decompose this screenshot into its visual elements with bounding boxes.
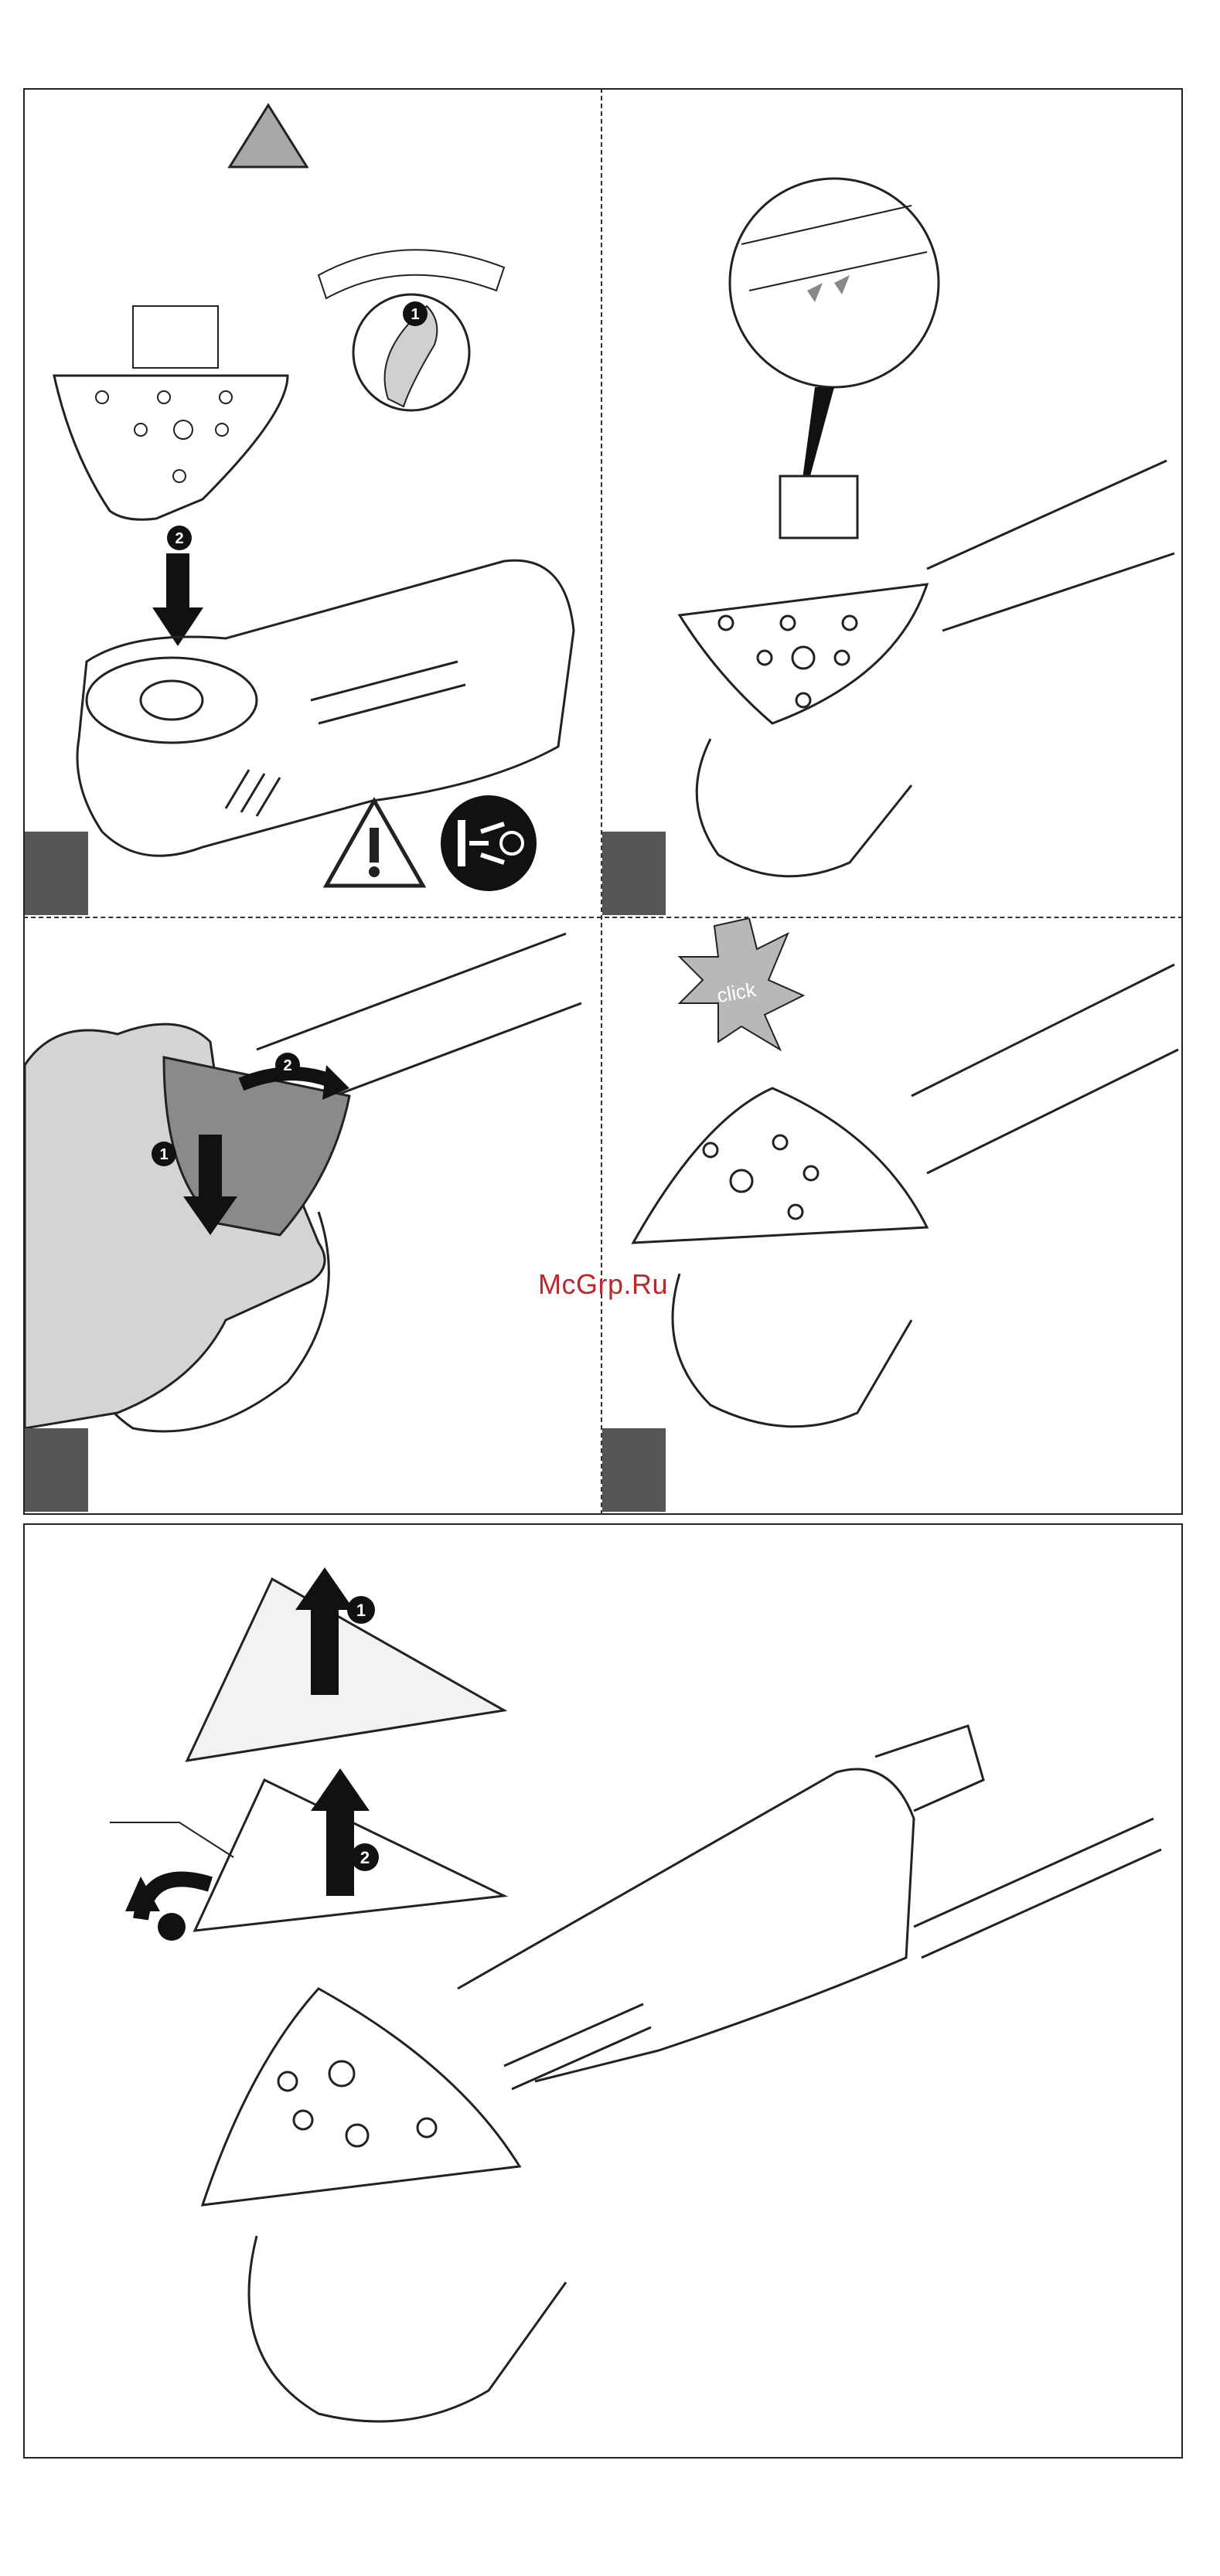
down-arrow-icon: 2 xyxy=(152,526,203,646)
warning-triangle-icon xyxy=(230,105,307,167)
caution-icon xyxy=(326,801,423,886)
panel-5-change-abrasive: 1 2 xyxy=(25,1525,1181,2457)
panel-2-illustration xyxy=(602,90,1181,915)
step-tab xyxy=(602,832,666,915)
step-tab xyxy=(25,1428,88,1512)
abrasive-callout-2: 2 xyxy=(360,1848,370,1867)
panel-4-illustration: click xyxy=(602,918,1181,1513)
panel-4-click-in-place: click xyxy=(602,918,1181,1513)
panel-1-attach-pad: 1 2 xyxy=(25,90,600,915)
panel-5-illustration: 1 2 xyxy=(25,1525,1181,2457)
step-tab xyxy=(602,1428,666,1512)
panel-3-remove-pad: 1 2 xyxy=(25,918,600,1513)
click-starburst-icon: click xyxy=(680,918,803,1050)
watermark: McGrp.Ru xyxy=(538,1268,668,1301)
sanding-pad xyxy=(54,306,288,519)
speed-dial-icon: 1 xyxy=(319,250,504,410)
dial-callout-1: 1 xyxy=(411,306,419,323)
remove-callout-2: 2 xyxy=(283,1057,291,1074)
step-tab xyxy=(25,832,88,915)
abrasive-callout-1: 1 xyxy=(356,1601,366,1620)
sander-tool-outline xyxy=(633,965,1178,1427)
panel-2-check-alignment xyxy=(602,90,1181,915)
pad-callout-2: 2 xyxy=(175,530,183,547)
remove-callout-1: 1 xyxy=(159,1146,168,1163)
panel-1-illustration: 1 2 xyxy=(25,90,600,915)
sander-tool-outline xyxy=(680,461,1174,876)
unplug-icon xyxy=(441,795,537,891)
leader-line-icon xyxy=(110,1822,233,1857)
panel-3-illustration: 1 2 xyxy=(25,918,600,1513)
